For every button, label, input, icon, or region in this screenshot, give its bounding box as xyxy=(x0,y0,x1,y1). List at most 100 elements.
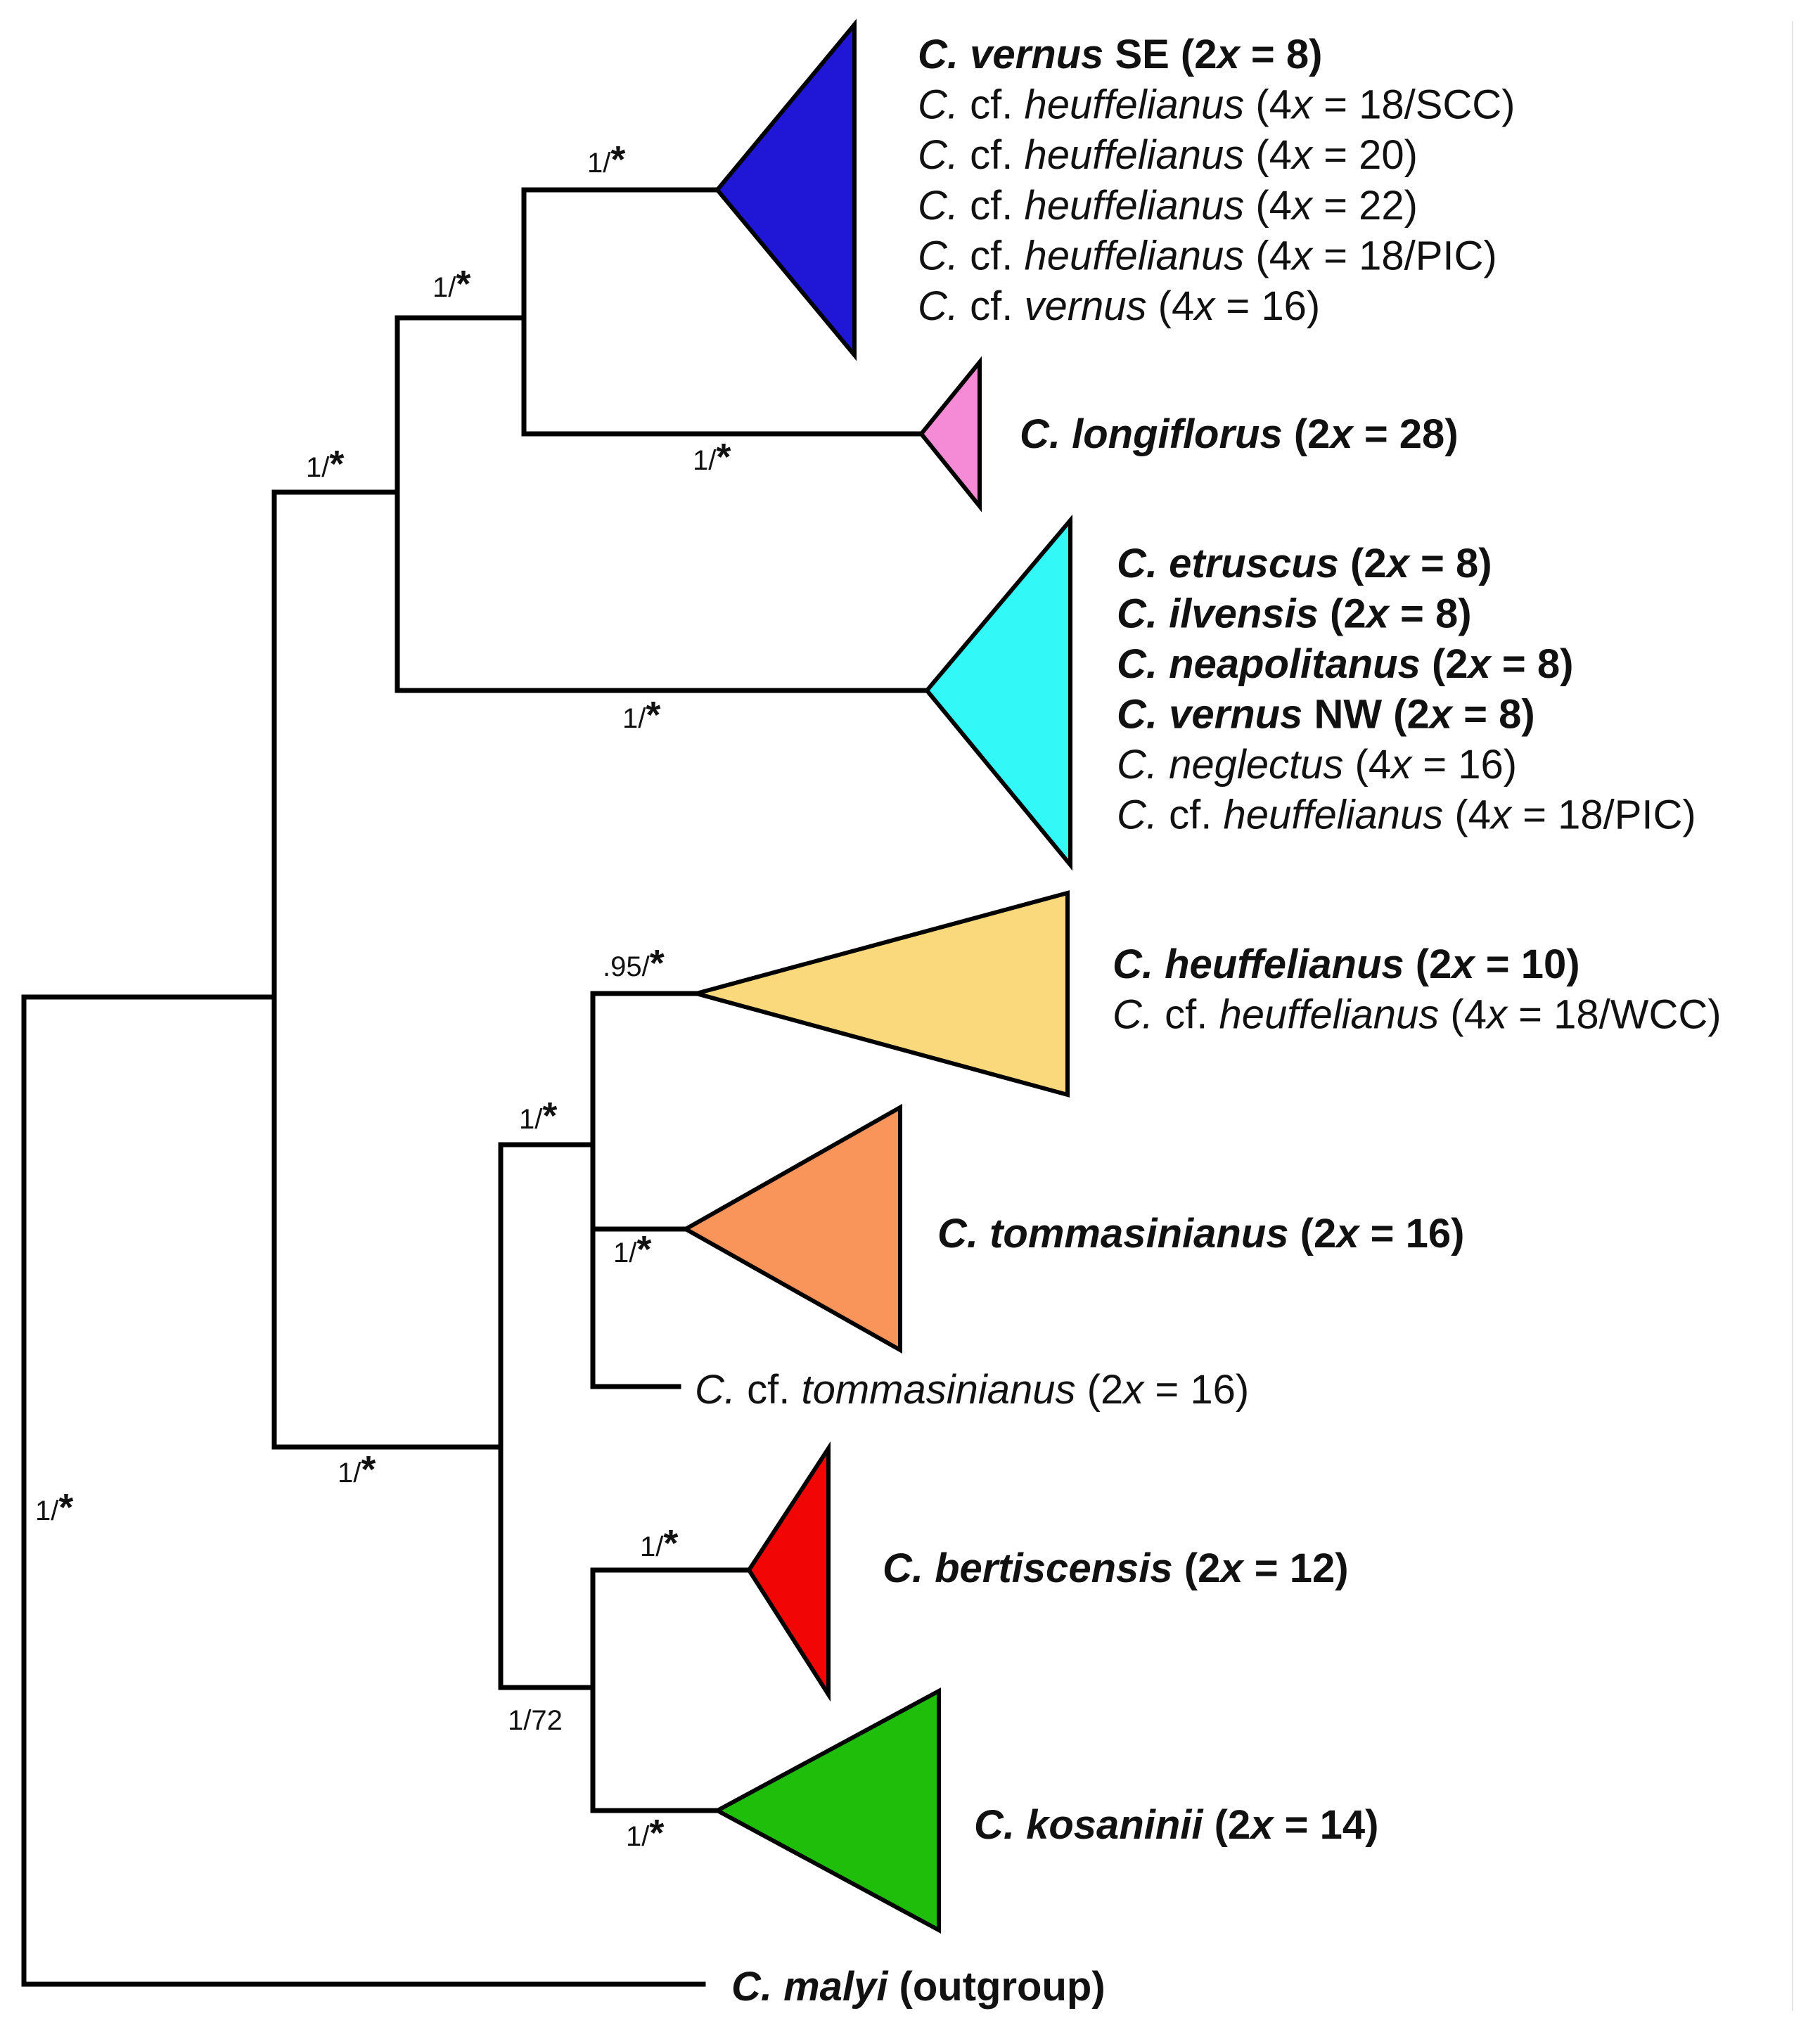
support-value: .95/ xyxy=(603,951,651,982)
taxon-label-part: x xyxy=(1364,591,1391,637)
clade-label-bertiscensis: C. bertiscensis (2x = 12) xyxy=(883,1545,1349,1591)
branch-tommasinianus-group xyxy=(590,991,699,1389)
taxon-label-part: C. longiflorus xyxy=(1020,411,1283,457)
taxon-label-part: x xyxy=(1466,641,1493,687)
support-vernus-se: 1/* xyxy=(587,139,625,181)
taxon-label-part: C. xyxy=(918,283,959,329)
support-value: 1/ xyxy=(35,1496,59,1526)
support-value: 1/ xyxy=(587,148,611,179)
taxon-label-part: C. etruscus xyxy=(1117,541,1339,586)
taxon-label-part: x xyxy=(1389,742,1413,788)
taxon-label-part: C. xyxy=(918,233,959,278)
taxon-label: C. malyi (outgroup) xyxy=(731,1964,1106,2010)
taxon-label-part: (2 xyxy=(1173,1545,1221,1591)
taxon-label: C. cf. heuffelianus (4x = 18/WCC) xyxy=(1113,992,1722,1038)
clade-wedge-etruscus xyxy=(924,514,1072,871)
taxon-label-part: cf. xyxy=(959,183,1024,229)
taxon-label-part: = 8) xyxy=(1491,641,1574,687)
taxon-label-part: C. kosaninii xyxy=(974,1802,1204,1848)
support-asterisk: * xyxy=(58,1486,73,1529)
taxon-label-part: (2 xyxy=(1421,641,1468,687)
support-kosaninii: 1/* xyxy=(626,1812,664,1854)
taxon-label-part: (4 xyxy=(1244,233,1292,278)
taxon-label-part: heuffelianus xyxy=(1219,992,1439,1038)
taxon-label-part: = 18/WCC) xyxy=(1507,992,1722,1038)
support-value: 1/ xyxy=(338,1458,361,1489)
clade-wedge-longiflorus xyxy=(918,356,982,513)
taxon-label-part: C. tommasinianus xyxy=(937,1211,1289,1256)
support-asterisk: * xyxy=(329,443,344,485)
support-asterisk: * xyxy=(649,1812,664,1854)
taxon-label: C. cf. vernus (4x = 16) xyxy=(918,283,1320,329)
support-value: 1/72 xyxy=(508,1705,563,1736)
support-bertiscensis: 1/* xyxy=(640,1522,678,1564)
support-asterisk: * xyxy=(456,263,470,305)
taxon-label-part: cf. xyxy=(736,1367,801,1413)
taxon-label: C. tommasinianus (2x = 16) xyxy=(937,1211,1464,1256)
taxon-label-part: x xyxy=(1328,411,1354,457)
support-value: 1/ xyxy=(613,1238,637,1268)
clade-label-vernus-se: C. vernus SE (2 x = 8) C. cf. heuffelianus… xyxy=(918,32,1515,329)
support-value: 1/ xyxy=(640,1531,664,1562)
clade-label-etruscus: C. etruscus (2x = 8)C. ilvensis (2x = 8)… xyxy=(1117,541,1696,838)
taxon-label-part: = 18/PIC) xyxy=(1312,233,1497,278)
taxon-label: C. heuffelianus (2x = 10) xyxy=(1113,941,1580,987)
taxon-label-part: = 8) xyxy=(1409,541,1492,586)
support-asterisk: * xyxy=(646,694,660,736)
taxon-label-part: (2 xyxy=(1404,941,1452,987)
support-tommasinianus: 1/* xyxy=(613,1228,651,1271)
support-ingroup-a: 1/* xyxy=(306,443,344,485)
taxon-label-part: cf. xyxy=(959,82,1024,128)
clade-wedge-bertiscensis xyxy=(746,1441,831,1702)
taxon-label-part: x xyxy=(1385,541,1411,586)
support-asterisk: * xyxy=(610,139,625,181)
support-tommasinianus-group: 1/* xyxy=(519,1095,557,1137)
support-asterisk: * xyxy=(361,1448,376,1491)
support-value: 1/ xyxy=(432,272,456,303)
taxon-label-part: heuffelianus xyxy=(1024,233,1244,278)
clade-label-heuffelianus: C. heuffelianus (2x = 10) C. cf. heuffeli… xyxy=(1113,941,1722,1038)
right-margin-rule xyxy=(1792,21,1793,2011)
taxon-label-part: C. heuffelianus xyxy=(1113,941,1404,987)
taxon-label: C. cf. heuffelianus (4x = 18/PIC) xyxy=(918,233,1497,278)
taxon-label-part: tommasinianus xyxy=(801,1367,1075,1413)
support-etruscus: 1/* xyxy=(622,694,660,736)
taxon-label-part: (4 xyxy=(1439,992,1487,1038)
taxon-label-part: = 8) xyxy=(1240,32,1323,77)
taxon-label-part: = 18/PIC) xyxy=(1511,792,1696,838)
support-value: 1/ xyxy=(626,1821,650,1852)
taxon-label-part: (4 xyxy=(1147,283,1195,329)
taxon-label-part: C. vernus xyxy=(918,32,1103,77)
support-asterisk: * xyxy=(716,436,731,478)
branch-ingroup-b xyxy=(498,1142,596,1690)
support-value: 1/ xyxy=(622,703,646,734)
taxon-label-part: = 28) xyxy=(1353,411,1459,457)
clade-wedge-kosaninii xyxy=(712,1687,941,1934)
taxon-label-part: C. xyxy=(918,82,959,128)
taxon-label-part: SE (2 xyxy=(1103,32,1217,77)
taxon-label-part: C. xyxy=(695,1367,736,1413)
branch-ingroup-a xyxy=(271,489,504,1450)
taxon-label-part: x xyxy=(1489,792,1513,838)
taxon-label: C. vernus NW (2x = 8) xyxy=(1117,692,1535,738)
support-asterisk: * xyxy=(636,1228,651,1271)
taxon-label-part: = 10) xyxy=(1475,941,1580,987)
taxon-label: C. neglectus (4x = 16) xyxy=(1117,742,1517,788)
taxon-label-part: C. malyi xyxy=(731,1964,889,2010)
support-value: 1/ xyxy=(519,1104,543,1135)
taxon-label-part: x xyxy=(1290,233,1314,278)
taxon-label-part: heuffelianus xyxy=(1024,82,1244,128)
taxon-label-part: x xyxy=(1248,1802,1275,1848)
taxon-label-part: (4 xyxy=(1343,742,1391,788)
taxon-label: C. cf. heuffelianus (4x = 18/SCC) xyxy=(918,82,1515,128)
branch-support-labels: 1/* 1/* 1/* 1/* 1/* 1/* 1/* 1/* .95/* 1/… xyxy=(35,139,731,1854)
taxon-label-part: (2 xyxy=(1283,411,1331,457)
taxon-label-part: C. neglectus xyxy=(1117,742,1343,788)
taxon-label-part: (4 xyxy=(1244,183,1292,229)
taxon-label-part: C. xyxy=(918,183,959,229)
taxon-label-part: NW (2 xyxy=(1302,692,1429,738)
branch-vernus-longiflorus xyxy=(395,315,930,693)
taxon-label-part: heuffelianus xyxy=(1024,132,1244,178)
taxon-label-part: = 20) xyxy=(1312,132,1418,178)
